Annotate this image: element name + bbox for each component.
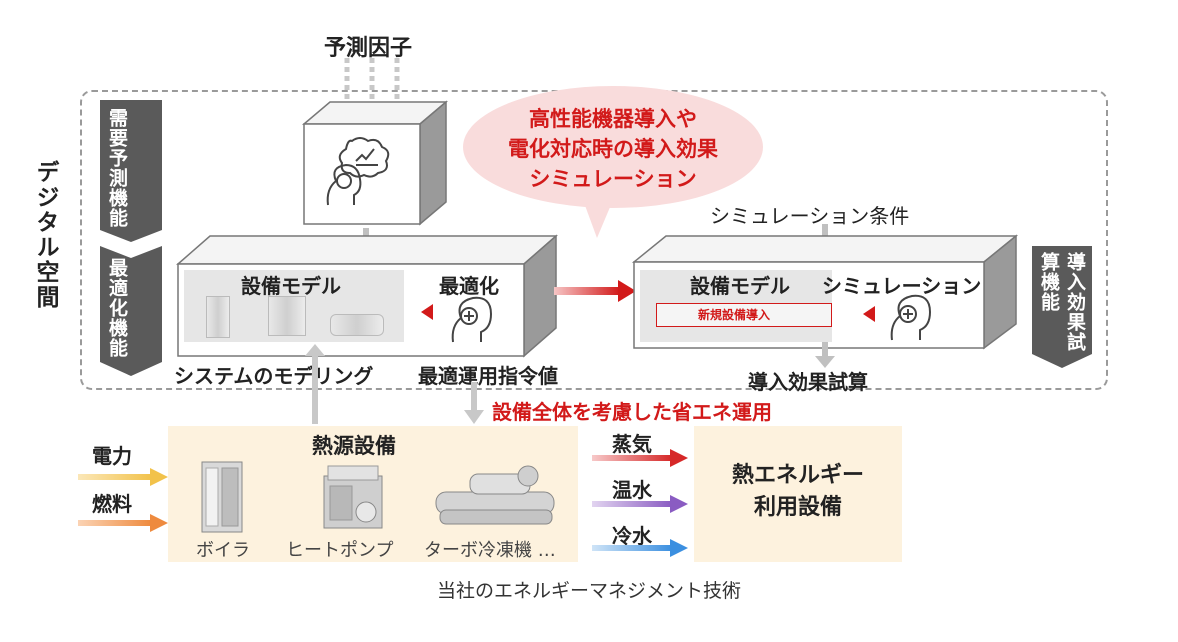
digital-space-label: デジタル空間 [32,160,58,310]
output-coldwater-label: 冷水 [612,524,652,548]
optimal-command-label: 最適運用指令値 [418,364,558,388]
brain-forecast-icon [326,137,390,206]
system-modeling-label: システムのモデリング [174,364,374,388]
bubble-text: 高性能機器導入や 電化対応時の導入効果 シミュレーション [508,107,718,191]
heatpump-mini [268,296,306,336]
heat-use-panel [694,426,902,562]
heat-source-title: 熱源設備 [312,434,396,458]
boiler-illustration [201,461,243,533]
arrow-box-to-effect [815,342,835,368]
heat-source-item-turbo: ターボ冷凍機 … [424,540,556,561]
arrow-to-simulation [554,280,636,302]
output-steam-label: 蒸気 [612,432,652,456]
brain-optimize-icon [451,296,493,343]
effect-calc-function-label: 導入効果試算機能 [1038,252,1086,352]
caption: 当社のエネルギーマネジメント技術 [436,580,741,602]
output-arrows [592,449,688,557]
bubble-tail [583,200,613,238]
forecast-factor-title: 予測因子 [324,36,413,61]
arrow-modeling-up [305,344,325,424]
brain-simulation-icon [890,294,932,341]
right-equipment-model-label: 設備モデル [690,274,790,298]
output-hotwater-label: 温水 [612,478,652,502]
heat-source-item-heatpump: ヒートポンプ [286,540,394,561]
heat-use-label: 熱エネルギー 利用設備 [731,463,864,520]
simulation-label: シミュレーション [822,274,982,298]
arrow-command-down [464,382,484,424]
new-equipment-frame [656,303,832,327]
heatpump-illustration [323,465,383,529]
simulation-bubble [463,86,763,208]
left-equipment-model-label: 設備モデル [241,274,341,298]
energy-saving-label: 設備全体を考慮した省エネ運用 [492,400,772,424]
effect-calc-label: 導入効果試算 [748,370,868,394]
heat-source-item-boiler: ボイラ [196,540,250,561]
left-function-tags [100,100,162,376]
turbo-mini [330,314,384,336]
input-arrows [78,468,168,532]
right-red-pointer-icon [863,306,875,322]
optimization-label: 最適化機能 [106,258,128,358]
new-equipment-label: 新規設備導入 [698,308,771,322]
turbo-chiller-illustration [435,465,555,525]
sim-conditions-label: シミュレーション条件 [710,204,910,228]
input-fuel-label: 燃料 [92,492,132,516]
demand-forecast-label: 需要予測機能 [106,108,128,228]
demand-forecast-cube [301,100,449,226]
input-electricity-label: 電力 [92,444,132,468]
left-red-pointer-icon [421,304,433,320]
right-function-tag [1032,246,1092,368]
boiler-mini [206,296,230,338]
optimize-label: 最適化 [439,274,499,298]
